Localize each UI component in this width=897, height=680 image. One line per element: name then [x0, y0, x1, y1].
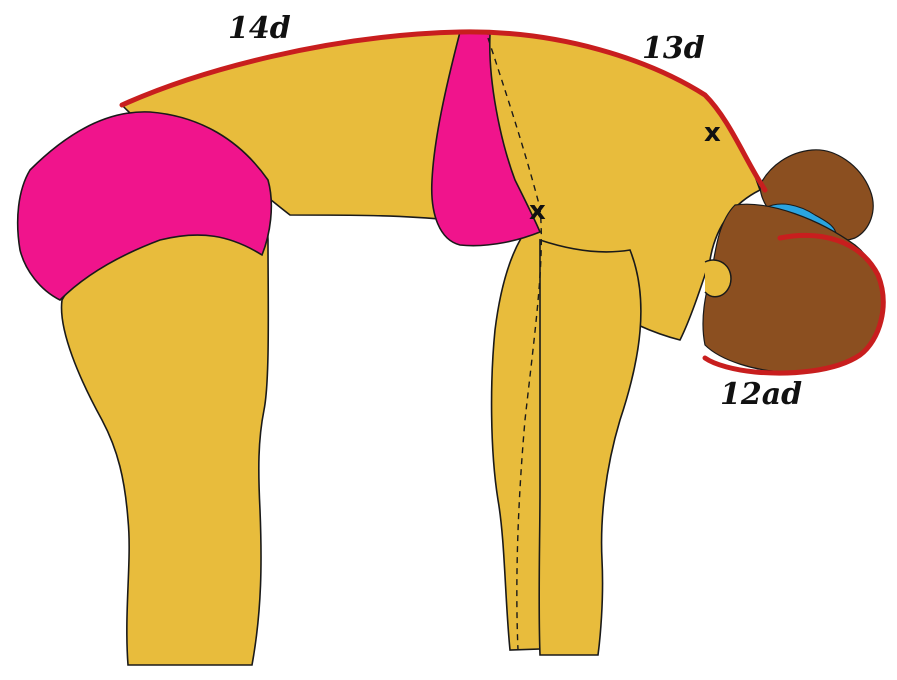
label-14d: 14d [228, 11, 291, 46]
label-13d: 13d [642, 31, 705, 66]
front-arm [539, 240, 641, 655]
marker-x-neck: x [704, 118, 721, 148]
marker-x-armpit: x [529, 196, 546, 226]
label-12ad: 12ad [720, 377, 802, 412]
ear [705, 260, 731, 297]
